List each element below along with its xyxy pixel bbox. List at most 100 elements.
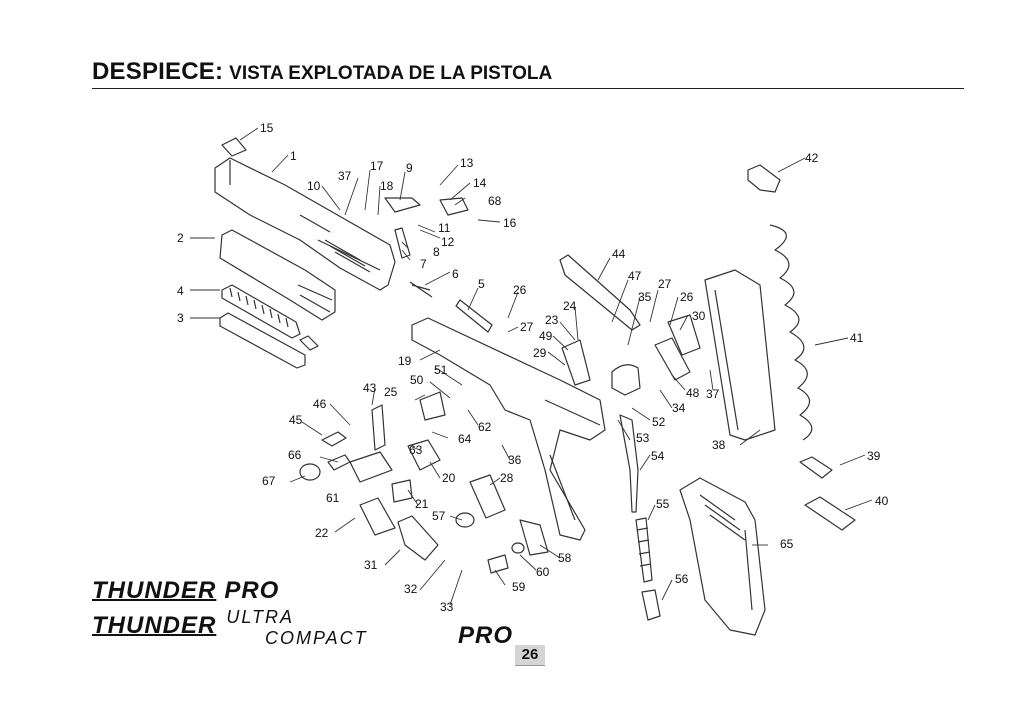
part-slide-stop — [559, 254, 641, 331]
callout-62: 62 — [478, 420, 492, 434]
callout-23: 23 — [545, 313, 559, 327]
part-baseplate-2 — [804, 496, 856, 531]
page-number: 26 — [515, 645, 545, 666]
callout-45: 45 — [289, 413, 303, 427]
callout-64: 64 — [458, 432, 472, 446]
callout-63: 63 — [409, 443, 423, 457]
callout-27: 27 — [520, 320, 534, 334]
callout-9: 9 — [406, 161, 413, 175]
callout-68: 68 — [488, 194, 502, 208]
callout-29: 29 — [533, 346, 547, 360]
brand-thunder-text: THUNDER — [92, 577, 217, 604]
callout-41: 41 — [850, 331, 864, 345]
callout-14: 14 — [473, 176, 487, 190]
part-barrel — [219, 229, 336, 321]
callout-28: 28 — [500, 471, 514, 485]
callout-16: 16 — [503, 216, 517, 230]
callout-12: 12 — [441, 235, 455, 249]
callout-6: 6 — [452, 267, 459, 281]
callout-55: 55 — [656, 497, 670, 511]
brand-pro-text: PRO — [224, 577, 280, 604]
callout-3: 3 — [177, 311, 184, 325]
callout-22: 22 — [315, 526, 329, 540]
callout-56: 56 — [675, 572, 689, 586]
callout-40: 40 — [875, 494, 889, 508]
part-magazine-spring — [769, 224, 813, 441]
part-spring-cap — [641, 589, 661, 621]
callout-36: 36 — [508, 453, 522, 467]
callout-49: 49 — [539, 329, 553, 343]
callout-66: 66 — [288, 448, 302, 462]
part-hammer — [611, 364, 641, 396]
part-magazine-body — [704, 269, 776, 441]
brand-pro-text-2: PRO — [458, 622, 514, 649]
callout-10: 10 — [307, 179, 321, 193]
part-follower — [747, 164, 781, 193]
part-grip — [679, 477, 766, 636]
callout-30: 30 — [692, 309, 706, 323]
callout-25: 25 — [384, 385, 398, 399]
title-sub: VISTA EXPLOTADA DE LA PISTOLA — [229, 63, 553, 84]
part-trigger-bar — [619, 414, 639, 513]
callout-59: 59 — [512, 580, 526, 594]
callout-51: 51 — [434, 363, 448, 377]
part-guide-rod — [219, 312, 306, 369]
callout-57: 57 — [432, 509, 446, 523]
callout-34: 34 — [672, 401, 686, 415]
callout-48: 48 — [686, 386, 700, 400]
callout-39: 39 — [867, 449, 881, 463]
callout-65: 65 — [780, 537, 794, 551]
title-main: DESPIECE: — [92, 58, 224, 85]
callout-1: 1 — [290, 149, 297, 163]
callout-42: 42 — [805, 151, 819, 165]
callout-50: 50 — [410, 373, 424, 387]
callout-17: 17 — [370, 159, 384, 173]
callout-7: 7 — [420, 257, 427, 271]
brand-ultra-text: ULTRA — [226, 607, 295, 627]
part-slide — [214, 157, 396, 291]
callout-11: 11 — [438, 221, 451, 235]
callout-47: 47 — [628, 269, 642, 283]
callout-54: 54 — [651, 449, 665, 463]
callout-13: 13 — [460, 156, 474, 170]
callout-26: 26 — [513, 283, 527, 297]
callout-4: 4 — [177, 284, 184, 298]
callout-43: 43 — [363, 381, 377, 395]
page-title: DESPIECE:VISTA EXPLOTADA DE LA PISTOLA — [92, 58, 964, 89]
callout-61: 61 — [326, 491, 340, 505]
callout-37b: 37 — [706, 387, 720, 401]
callout-60: 60 — [536, 565, 550, 579]
callout-67: 67 — [262, 474, 276, 488]
callout-53: 53 — [636, 431, 650, 445]
callout-5: 5 — [478, 277, 485, 291]
callout-24: 24 — [563, 299, 577, 313]
callout-58: 58 — [558, 551, 572, 565]
callout-20: 20 — [442, 471, 456, 485]
part-recoil-spring — [221, 284, 301, 339]
brand-logo-thunder-ultra-compact-pro: THUNDER ULTRA COMPACT PRO — [92, 607, 512, 649]
callout-46: 46 — [313, 397, 327, 411]
brand-compact-text: COMPACT — [265, 628, 368, 648]
part-frame — [411, 317, 606, 541]
callout-21: 21 — [415, 497, 429, 511]
callout-33: 33 — [440, 600, 454, 614]
callout-15: 15 — [260, 121, 274, 135]
brand-thunder-text-2: THUNDER — [92, 612, 217, 639]
callout-19: 19 — [398, 354, 412, 368]
callout-37: 37 — [338, 169, 352, 183]
callout-26b: 26 — [680, 290, 694, 304]
callout-35: 35 — [638, 290, 652, 304]
callout-44: 44 — [612, 247, 626, 261]
brand-logo-thunder-pro: THUNDER PRO — [92, 577, 279, 605]
callout-18: 18 — [380, 179, 394, 193]
callout-27b: 27 — [658, 277, 672, 291]
callout-52: 52 — [652, 415, 666, 429]
callout-32: 32 — [404, 582, 418, 596]
callout-2: 2 — [177, 231, 184, 245]
callout-31: 31 — [364, 558, 378, 572]
part-mainspring — [635, 517, 653, 583]
callout-38: 38 — [712, 438, 726, 452]
callout-8: 8 — [433, 245, 440, 259]
part-baseplate — [799, 456, 833, 479]
